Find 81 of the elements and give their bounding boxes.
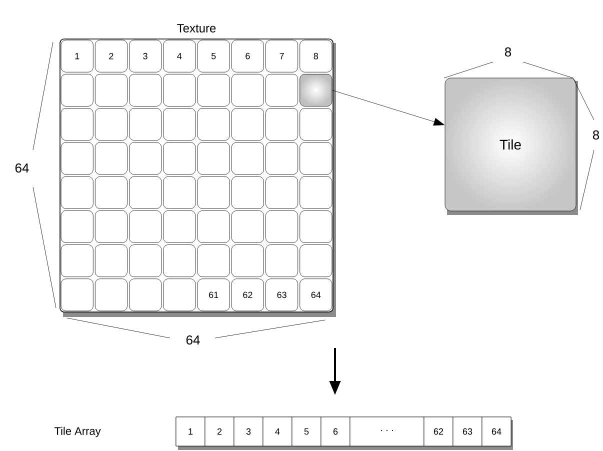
grid-cell <box>231 142 264 175</box>
grid-cell: 7 <box>266 40 298 72</box>
grid-cell <box>266 74 298 106</box>
grid-cell <box>60 244 94 278</box>
grid-cell <box>231 176 264 209</box>
dimension-label: 64 <box>15 163 29 173</box>
grid-cell <box>163 244 196 278</box>
grid-cell: 1 <box>60 40 94 72</box>
grid-cell <box>94 210 128 243</box>
grid-cell <box>300 74 332 106</box>
grid-cell <box>266 244 298 278</box>
grid-cell <box>197 142 230 175</box>
array-cell: 1 <box>176 416 206 446</box>
grid-cell <box>231 108 264 141</box>
grid-cell <box>163 278 196 312</box>
array-cell: 64 <box>482 416 512 446</box>
tile-box: Tile <box>444 78 578 215</box>
grid-cell <box>163 142 196 175</box>
grid-cell <box>266 142 298 175</box>
grid-cell <box>231 210 264 243</box>
grid-cell <box>94 176 128 209</box>
grid-cell <box>94 142 128 175</box>
grid-cell <box>129 176 162 209</box>
grid-cell <box>197 210 230 243</box>
grid-cell <box>94 108 128 141</box>
grid-cell: 3 <box>129 40 162 72</box>
grid-cell <box>266 108 298 141</box>
grid-cell <box>129 278 162 312</box>
grid-cell <box>163 108 196 141</box>
grid-cell: 2 <box>94 40 128 72</box>
grid-cell <box>129 210 162 243</box>
grid-cell <box>163 176 196 209</box>
grid-cell <box>197 244 230 278</box>
array-cell: 63 <box>452 416 482 446</box>
grid-cell <box>60 176 94 209</box>
array-cell: 3 <box>234 416 264 446</box>
grid-cell <box>163 74 196 106</box>
arrow <box>332 90 444 126</box>
grid-cell <box>300 244 332 278</box>
grid-cell <box>60 108 94 141</box>
dimension-label: 64 <box>186 335 200 345</box>
grid-cell <box>231 244 264 278</box>
grid-cell <box>300 176 332 209</box>
grid-cell <box>266 210 298 243</box>
grid-cell <box>60 142 94 175</box>
grid-cell <box>94 244 128 278</box>
array-label: Tile Array <box>54 426 101 438</box>
grid-cell <box>129 142 162 175</box>
grid-cell <box>60 278 94 312</box>
grid-cell <box>197 74 230 106</box>
array-cell: 4 <box>262 416 292 446</box>
grid-cell <box>266 176 298 209</box>
grid-cell <box>94 74 128 106</box>
grid-cell <box>231 74 264 106</box>
grid-cell <box>94 278 128 312</box>
grid-cell: 64 <box>300 278 332 312</box>
grid-cell <box>60 210 94 243</box>
grid-cell <box>129 244 162 278</box>
grid-cell <box>197 176 230 209</box>
grid-cell <box>197 108 230 141</box>
array-cell: 62 <box>424 416 454 446</box>
array-cell: 2 <box>204 416 234 446</box>
grid-cell: 63 <box>266 278 298 312</box>
grid-cell <box>300 142 332 175</box>
grid-cell: 5 <box>197 40 230 72</box>
grid-cell <box>300 108 332 141</box>
grid-cell: 62 <box>231 278 264 312</box>
grid-cell: 61 <box>197 278 230 312</box>
dimension-label: 8 <box>592 130 600 140</box>
grid-cell: 8 <box>300 40 332 72</box>
grid-cell <box>129 108 162 141</box>
grid-cell <box>129 74 162 106</box>
dimension-label: 8 <box>504 47 512 57</box>
array-cell: 6 <box>320 416 350 446</box>
grid-cell <box>163 210 196 243</box>
grid-cell <box>60 74 94 106</box>
grid-cell: 6 <box>231 40 264 72</box>
grid-cell: 4 <box>163 40 196 72</box>
node-label: Texture <box>177 24 216 32</box>
array-cell: 5 <box>292 416 322 446</box>
grid-cell <box>300 210 332 243</box>
